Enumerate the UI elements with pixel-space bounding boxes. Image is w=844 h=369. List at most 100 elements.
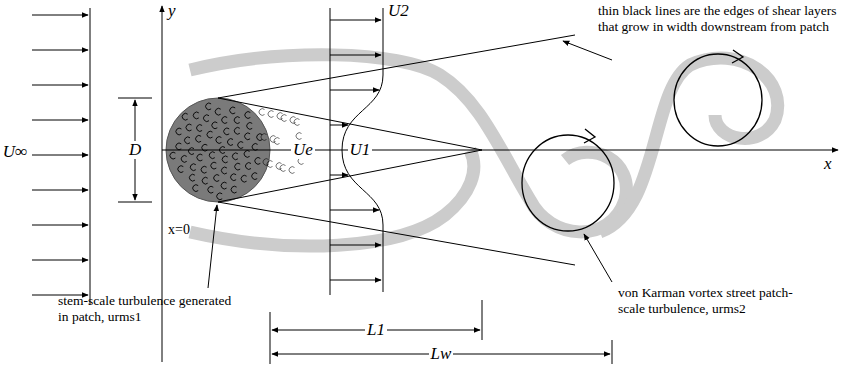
dimension-label: D <box>127 141 143 160</box>
turbulence-curl <box>268 111 273 118</box>
velocity-label: U2 <box>388 2 409 21</box>
velocity-label: Ue <box>291 141 315 160</box>
turbulence-curl <box>201 166 206 173</box>
turbulence-curl <box>221 182 226 189</box>
turbulence-curl <box>228 139 233 146</box>
leader-line <box>584 234 612 282</box>
length-dimensions <box>270 300 612 364</box>
upper-band <box>190 55 626 232</box>
turbulence-curl <box>267 161 272 168</box>
turbulence-curl <box>185 137 190 144</box>
leader-line <box>563 41 612 60</box>
inflow-profile <box>32 8 90 305</box>
turbulence-curl <box>255 158 260 165</box>
vortex-circle <box>674 54 762 146</box>
shear-edge <box>218 35 575 98</box>
dimension-label: L1 <box>365 321 387 340</box>
turbulence-curl <box>209 152 214 159</box>
axis-label: x <box>824 155 832 174</box>
velocity-arrow <box>330 210 379 211</box>
turbulence-curl <box>246 163 251 170</box>
turbulence-curl <box>244 151 249 158</box>
velocity-arrow <box>330 125 348 126</box>
leader-lines <box>208 41 612 288</box>
turbulence-curl <box>189 148 194 155</box>
axis-label: y <box>168 2 176 21</box>
turbulence-curl <box>217 193 222 200</box>
profile-curve <box>342 8 383 292</box>
velocity-arrow <box>330 90 379 91</box>
turbulence-curl <box>186 124 191 131</box>
turbulence-curl <box>197 125 202 132</box>
turbulence-curl <box>245 133 250 140</box>
turbulence-curl <box>181 156 186 163</box>
dimension-tick <box>118 98 152 99</box>
velocity-label: U∞ <box>3 143 27 162</box>
turbulence-curl <box>261 134 266 141</box>
turbulence-curl <box>252 173 257 180</box>
turbulence-curl <box>245 112 250 119</box>
turbulence-curl <box>222 156 227 163</box>
callout-note: stem-scale turbulence generated in patch… <box>58 293 243 324</box>
dimension-label: Lw <box>429 345 454 364</box>
turbulence-curl <box>204 115 209 122</box>
rotation-arrow <box>584 129 595 143</box>
turbulence-curl <box>281 115 286 122</box>
turbulence-curl <box>189 174 194 181</box>
turbulence-curl <box>206 103 211 110</box>
turbulence-curl <box>221 167 226 174</box>
velocity-arrow <box>330 55 381 56</box>
turbulence-curl <box>170 152 175 159</box>
rotation-arrow <box>732 50 743 63</box>
velocity-label: U1 <box>348 141 373 160</box>
velocity-arrow <box>32 15 88 16</box>
dimension-tick <box>482 300 483 340</box>
shear-layer-edges <box>218 35 575 265</box>
velocity-arrow <box>330 20 381 21</box>
turbulence-curl <box>252 144 257 151</box>
turbulence-curl <box>234 128 239 135</box>
turbulence-curl <box>202 177 207 184</box>
turbulence-curl <box>230 107 235 114</box>
vortex-circle <box>522 135 614 231</box>
x-axis <box>162 150 838 151</box>
von-karman-vortex <box>522 50 762 231</box>
velocity-arrow <box>32 260 88 261</box>
axes <box>162 6 838 362</box>
turbulence-curl <box>196 136 201 143</box>
turbulence-curl <box>289 167 294 174</box>
shear-edge <box>218 202 575 265</box>
turbulence-curl <box>280 165 285 172</box>
profile-line <box>330 8 331 295</box>
turbulence-curl <box>235 163 240 170</box>
turbulence-curl <box>296 133 301 140</box>
turbulence-curl <box>232 153 237 160</box>
spiral-band <box>600 58 778 232</box>
turbulence-curl <box>241 175 246 182</box>
velocity-arrow <box>32 190 88 191</box>
stem-turbulence <box>170 103 304 200</box>
turbulence-curl <box>224 128 229 135</box>
velocity-arrow <box>32 120 88 121</box>
turbulence-curl <box>231 174 236 181</box>
turbulence-curl <box>238 142 243 149</box>
dimension-tick <box>270 312 271 364</box>
callout-note: thin black lines are the edges of shear … <box>598 3 840 34</box>
turbulence-curl <box>211 162 216 169</box>
y-axis <box>162 6 163 362</box>
turbulence-curl <box>207 131 212 138</box>
dimension-tick <box>612 340 613 364</box>
turbulence-curl <box>208 186 213 193</box>
turbulence-curl <box>176 143 181 150</box>
velocity-arrow <box>330 175 348 176</box>
turbulence-curl <box>176 128 181 135</box>
dimension-tick <box>118 202 152 203</box>
turbulence-curl <box>216 137 221 144</box>
turbulence-curl <box>259 109 264 116</box>
turbulence-curl <box>231 186 236 193</box>
turbulence-curl <box>178 166 183 173</box>
profile-line <box>90 8 91 305</box>
turbulence-curl <box>193 185 198 192</box>
